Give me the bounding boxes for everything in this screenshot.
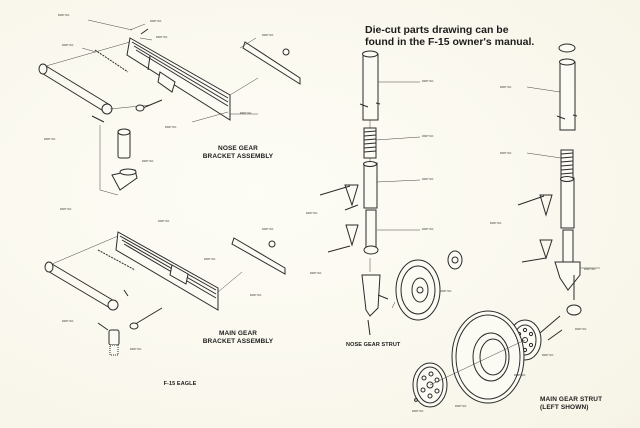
part-label: PART NO. — [156, 36, 168, 39]
part-label: PART NO. — [440, 290, 452, 293]
part-label: PART NO. — [240, 112, 252, 115]
part-label: PART NO. — [165, 126, 177, 129]
part-label: PART NO. — [262, 34, 274, 37]
part-label: PART NO. — [44, 138, 56, 141]
part-label: PART NO. — [455, 405, 467, 408]
main-gear-strut-drawing — [412, 43, 582, 408]
title-line: NOSE GEAR — [218, 145, 258, 152]
part-label: PART NO. — [422, 135, 434, 138]
owners-manual-note-line1: Die-cut parts drawing can be — [365, 24, 509, 36]
right-plate — [242, 41, 301, 85]
part-label: PART NO. — [62, 320, 74, 323]
nose-gear-bracket-drawing — [38, 28, 301, 196]
nose-gear-strut-drawing — [319, 50, 463, 336]
part-label: PART NO. — [62, 44, 74, 47]
part-label: PART NO. — [262, 228, 274, 231]
part-label: PART NO. — [422, 178, 434, 181]
main-gear-bracket-title: MAIN GEAR BRACKET ASSEMBLY — [198, 330, 278, 346]
nose-gear-strut-title: NOSE GEAR STRUT — [346, 341, 416, 349]
title-line: (LEFT SHOWN) — [540, 404, 589, 411]
part-label: PART NO. — [500, 86, 512, 89]
part-label: PART NO. — [158, 220, 170, 223]
strut-spring — [363, 127, 377, 159]
main-gear-bracket-drawing — [44, 231, 286, 356]
title-line: BRACKET ASSEMBLY — [202, 153, 274, 160]
right-plate — [231, 237, 286, 275]
part-label: PART NO. — [514, 374, 526, 377]
owners-manual-note-line2: found in the F-15 owner's manual. — [365, 36, 535, 48]
nose-wheel — [391, 259, 441, 321]
bracket-plate — [115, 231, 219, 311]
main-tire — [451, 310, 525, 404]
part-label: PART NO. — [422, 228, 434, 231]
tube-main — [44, 261, 119, 311]
title-line: MAIN GEAR STRUT — [540, 396, 603, 403]
upper-strut-tube — [559, 61, 576, 131]
nose-wheel-hub — [447, 250, 463, 270]
title-line: NOSE GEAR STRUT — [346, 342, 401, 348]
part-label: PART NO. — [575, 328, 587, 331]
footer-caption: F-15 EAGLE — [163, 381, 197, 387]
strut-spring — [560, 149, 574, 181]
part-label: PART NO. — [130, 348, 142, 351]
part-label: PART NO. — [142, 160, 154, 163]
part-label: PART NO. — [584, 268, 596, 271]
main-strut-knuckle — [554, 261, 581, 291]
part-label: PART NO. — [306, 212, 318, 215]
bracket-plate — [126, 37, 231, 121]
part-label: PART NO. — [60, 208, 72, 211]
lower-strut-sleeve — [560, 177, 575, 229]
part-label: PART NO. — [412, 410, 424, 413]
part-label: PART NO. — [310, 272, 322, 275]
nose-gear-bracket-title: NOSE GEAR BRACKET ASSEMBLY — [198, 145, 278, 161]
tube-nose — [38, 63, 113, 115]
title-line: BRACKET ASSEMBLY — [202, 338, 274, 345]
part-label: PART NO. — [500, 152, 512, 155]
main-gear-strut-title: MAIN GEAR STRUT (LEFT SHOWN) — [540, 396, 620, 412]
title-line: MAIN GEAR — [218, 330, 258, 337]
spring-clamp — [558, 43, 576, 53]
part-label: PART NO. — [490, 222, 502, 225]
label-leaders — [81, 19, 600, 269]
part-label: PART NO. — [542, 354, 554, 357]
part-label: PART NO. — [58, 14, 70, 17]
nose-fork — [361, 274, 381, 317]
part-label: PART NO. — [422, 80, 434, 83]
part-label: PART NO. — [150, 20, 162, 23]
lower-strut-sleeve — [363, 162, 378, 209]
owners-manual-note: Die-cut parts drawing can be found in th… — [365, 24, 534, 48]
part-label: PART NO. — [250, 294, 262, 297]
upper-strut-tube — [362, 53, 379, 121]
main-oleo-strut — [108, 329, 120, 346]
part-label: PART NO. — [204, 258, 216, 261]
